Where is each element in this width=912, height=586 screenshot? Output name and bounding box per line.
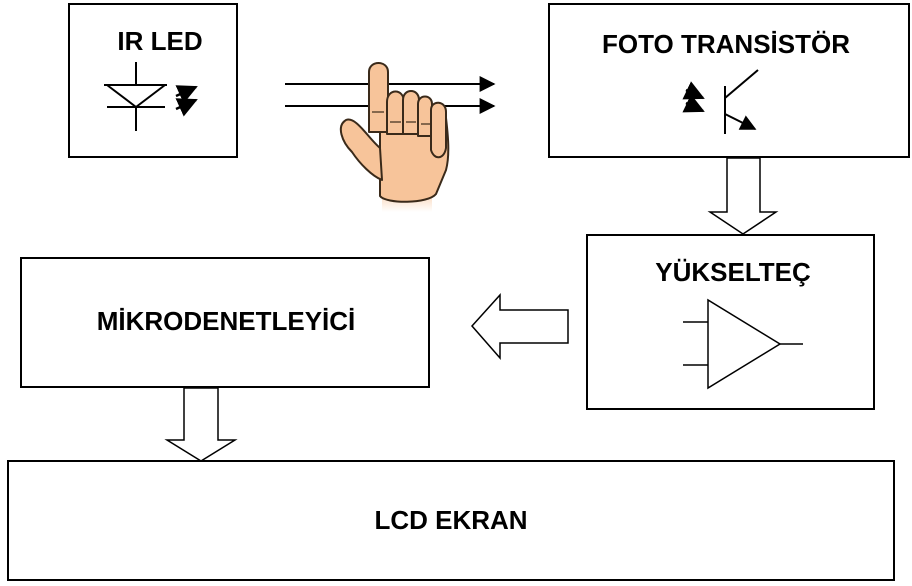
amplifier-box	[586, 234, 875, 410]
arrow-transistor-to-amplifier	[707, 157, 779, 235]
photo-transistor-box	[548, 3, 910, 158]
lcd-box	[7, 460, 895, 581]
hand-icon	[339, 62, 450, 212]
op-amp-icon	[683, 298, 803, 390]
amplifier-block: YÜKSELTEÇ	[586, 234, 875, 410]
photo-transistor-label: FOTO TRANSİSTÖR	[602, 29, 850, 59]
lcd-block: LCD EKRAN	[7, 460, 895, 581]
microcontroller-block: MİKRODENETLEYİCİ	[20, 257, 430, 388]
amplifier-label: YÜKSELTEÇ	[655, 257, 811, 287]
microcontroller-box	[20, 257, 430, 388]
photo-transistor-block: FOTO TRANSİSTÖR	[548, 3, 910, 158]
arrow-amplifier-to-microcontroller	[470, 293, 569, 360]
lcd-label: LCD EKRAN	[374, 505, 527, 535]
phototransistor-icon	[724, 69, 759, 134]
light-input-arrows-icon	[682, 81, 705, 113]
arrow-microcontroller-to-lcd	[164, 387, 238, 462]
led-icon	[104, 62, 167, 131]
ir-led-box	[68, 3, 238, 158]
ir-led-block: IR LED	[68, 3, 238, 158]
ir-led-label: IR LED	[117, 26, 202, 56]
led-emission-arrows-icon	[175, 85, 198, 117]
microcontroller-label: MİKRODENETLEYİCİ	[97, 306, 356, 336]
